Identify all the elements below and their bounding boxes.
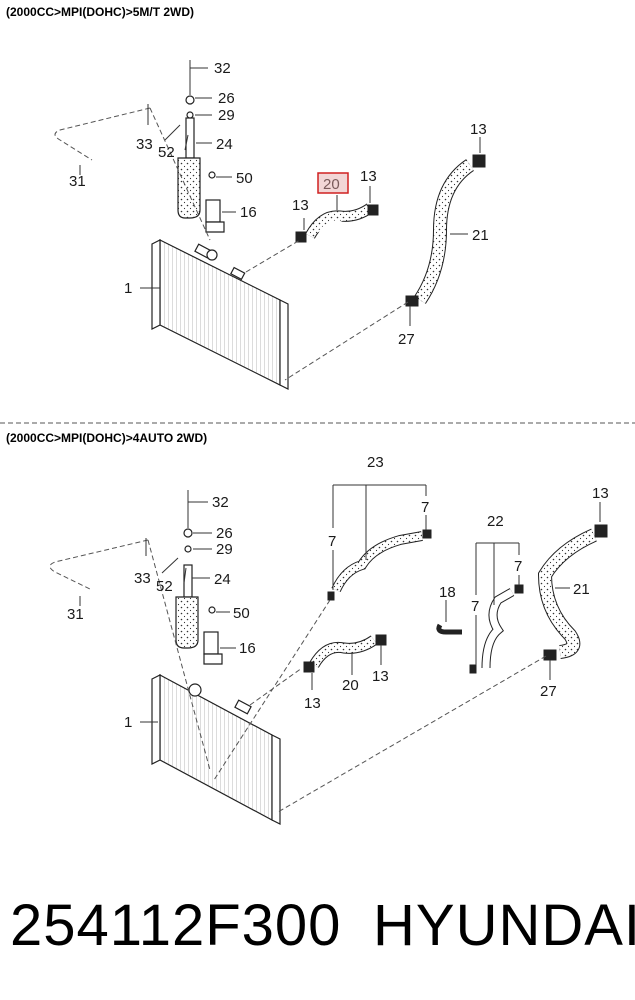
callout-27: 27 bbox=[398, 331, 415, 348]
section-top: (2000CC>MPI(DOHC)>5M/T 2WD) bbox=[6, 5, 489, 390]
callout-24: 24 bbox=[216, 136, 233, 153]
reservoir-tank-bottom bbox=[175, 490, 223, 665]
callout-13: 13 bbox=[592, 485, 609, 502]
leaders-top bbox=[79, 67, 481, 326]
hose-20-top bbox=[295, 203, 379, 243]
callout-50: 50 bbox=[233, 605, 250, 622]
reservoir-tank-top bbox=[177, 60, 225, 233]
callout-7: 7 bbox=[514, 558, 522, 575]
callout-32: 32 bbox=[212, 494, 229, 511]
callout-50: 50 bbox=[236, 170, 253, 187]
radiator-top bbox=[151, 239, 289, 390]
callout-22: 22 bbox=[487, 513, 504, 530]
callout-20: 20 bbox=[342, 677, 359, 694]
callout-31: 31 bbox=[69, 173, 86, 190]
callout-13: 13 bbox=[292, 197, 309, 214]
callout-32: 32 bbox=[214, 60, 231, 77]
radiator-bottom bbox=[151, 673, 281, 825]
hose-22-bottom bbox=[469, 584, 524, 674]
hose-21-bottom bbox=[537, 524, 608, 661]
callout-16: 16 bbox=[240, 204, 257, 221]
callout-16: 16 bbox=[239, 640, 256, 657]
callout-18: 18 bbox=[439, 584, 456, 601]
hose-23-bottom bbox=[327, 529, 432, 601]
callout-26: 26 bbox=[218, 90, 235, 107]
footer-part-number: 254112F300 bbox=[10, 893, 341, 958]
section-bottom: (2000CC>MPI(DOHC)>4AUTO 2WD) bbox=[6, 431, 609, 825]
callout-13: 13 bbox=[304, 695, 321, 712]
callout-52: 52 bbox=[158, 144, 175, 161]
callout-21: 21 bbox=[573, 581, 590, 598]
section-title-top: (2000CC>MPI(DOHC)>5M/T 2WD) bbox=[6, 5, 194, 19]
callout-1: 1 bbox=[124, 280, 132, 297]
callout-20-highlighted: 20 bbox=[323, 176, 340, 193]
callout-31: 31 bbox=[67, 606, 84, 623]
callout-13: 13 bbox=[372, 668, 389, 685]
footer-brand: HYUNDAI bbox=[373, 893, 635, 958]
callout-26: 26 bbox=[216, 525, 233, 542]
callout-29: 29 bbox=[218, 107, 235, 124]
callout-24: 24 bbox=[214, 571, 231, 588]
hose-21-top bbox=[405, 154, 486, 307]
callout-29: 29 bbox=[216, 541, 233, 558]
callout-23: 23 bbox=[367, 454, 384, 471]
leaders-bottom bbox=[79, 484, 601, 723]
callout-7: 7 bbox=[421, 499, 429, 516]
callout-1: 1 bbox=[124, 714, 132, 731]
callout-33: 33 bbox=[136, 136, 153, 153]
part-18 bbox=[436, 623, 462, 635]
callout-27: 27 bbox=[540, 683, 557, 700]
highlight-box bbox=[317, 172, 349, 194]
callout-13: 13 bbox=[360, 168, 377, 185]
hose-20-bottom bbox=[303, 634, 387, 673]
callout-13: 13 bbox=[470, 121, 487, 138]
callout-52: 52 bbox=[156, 578, 173, 595]
callout-7: 7 bbox=[471, 598, 479, 615]
callout-21: 21 bbox=[472, 227, 489, 244]
callout-33: 33 bbox=[134, 570, 151, 587]
section-title-bottom: (2000CC>MPI(DOHC)>4AUTO 2WD) bbox=[6, 431, 207, 445]
overflow-hose-top bbox=[54, 107, 151, 161]
callout-7: 7 bbox=[328, 533, 336, 550]
